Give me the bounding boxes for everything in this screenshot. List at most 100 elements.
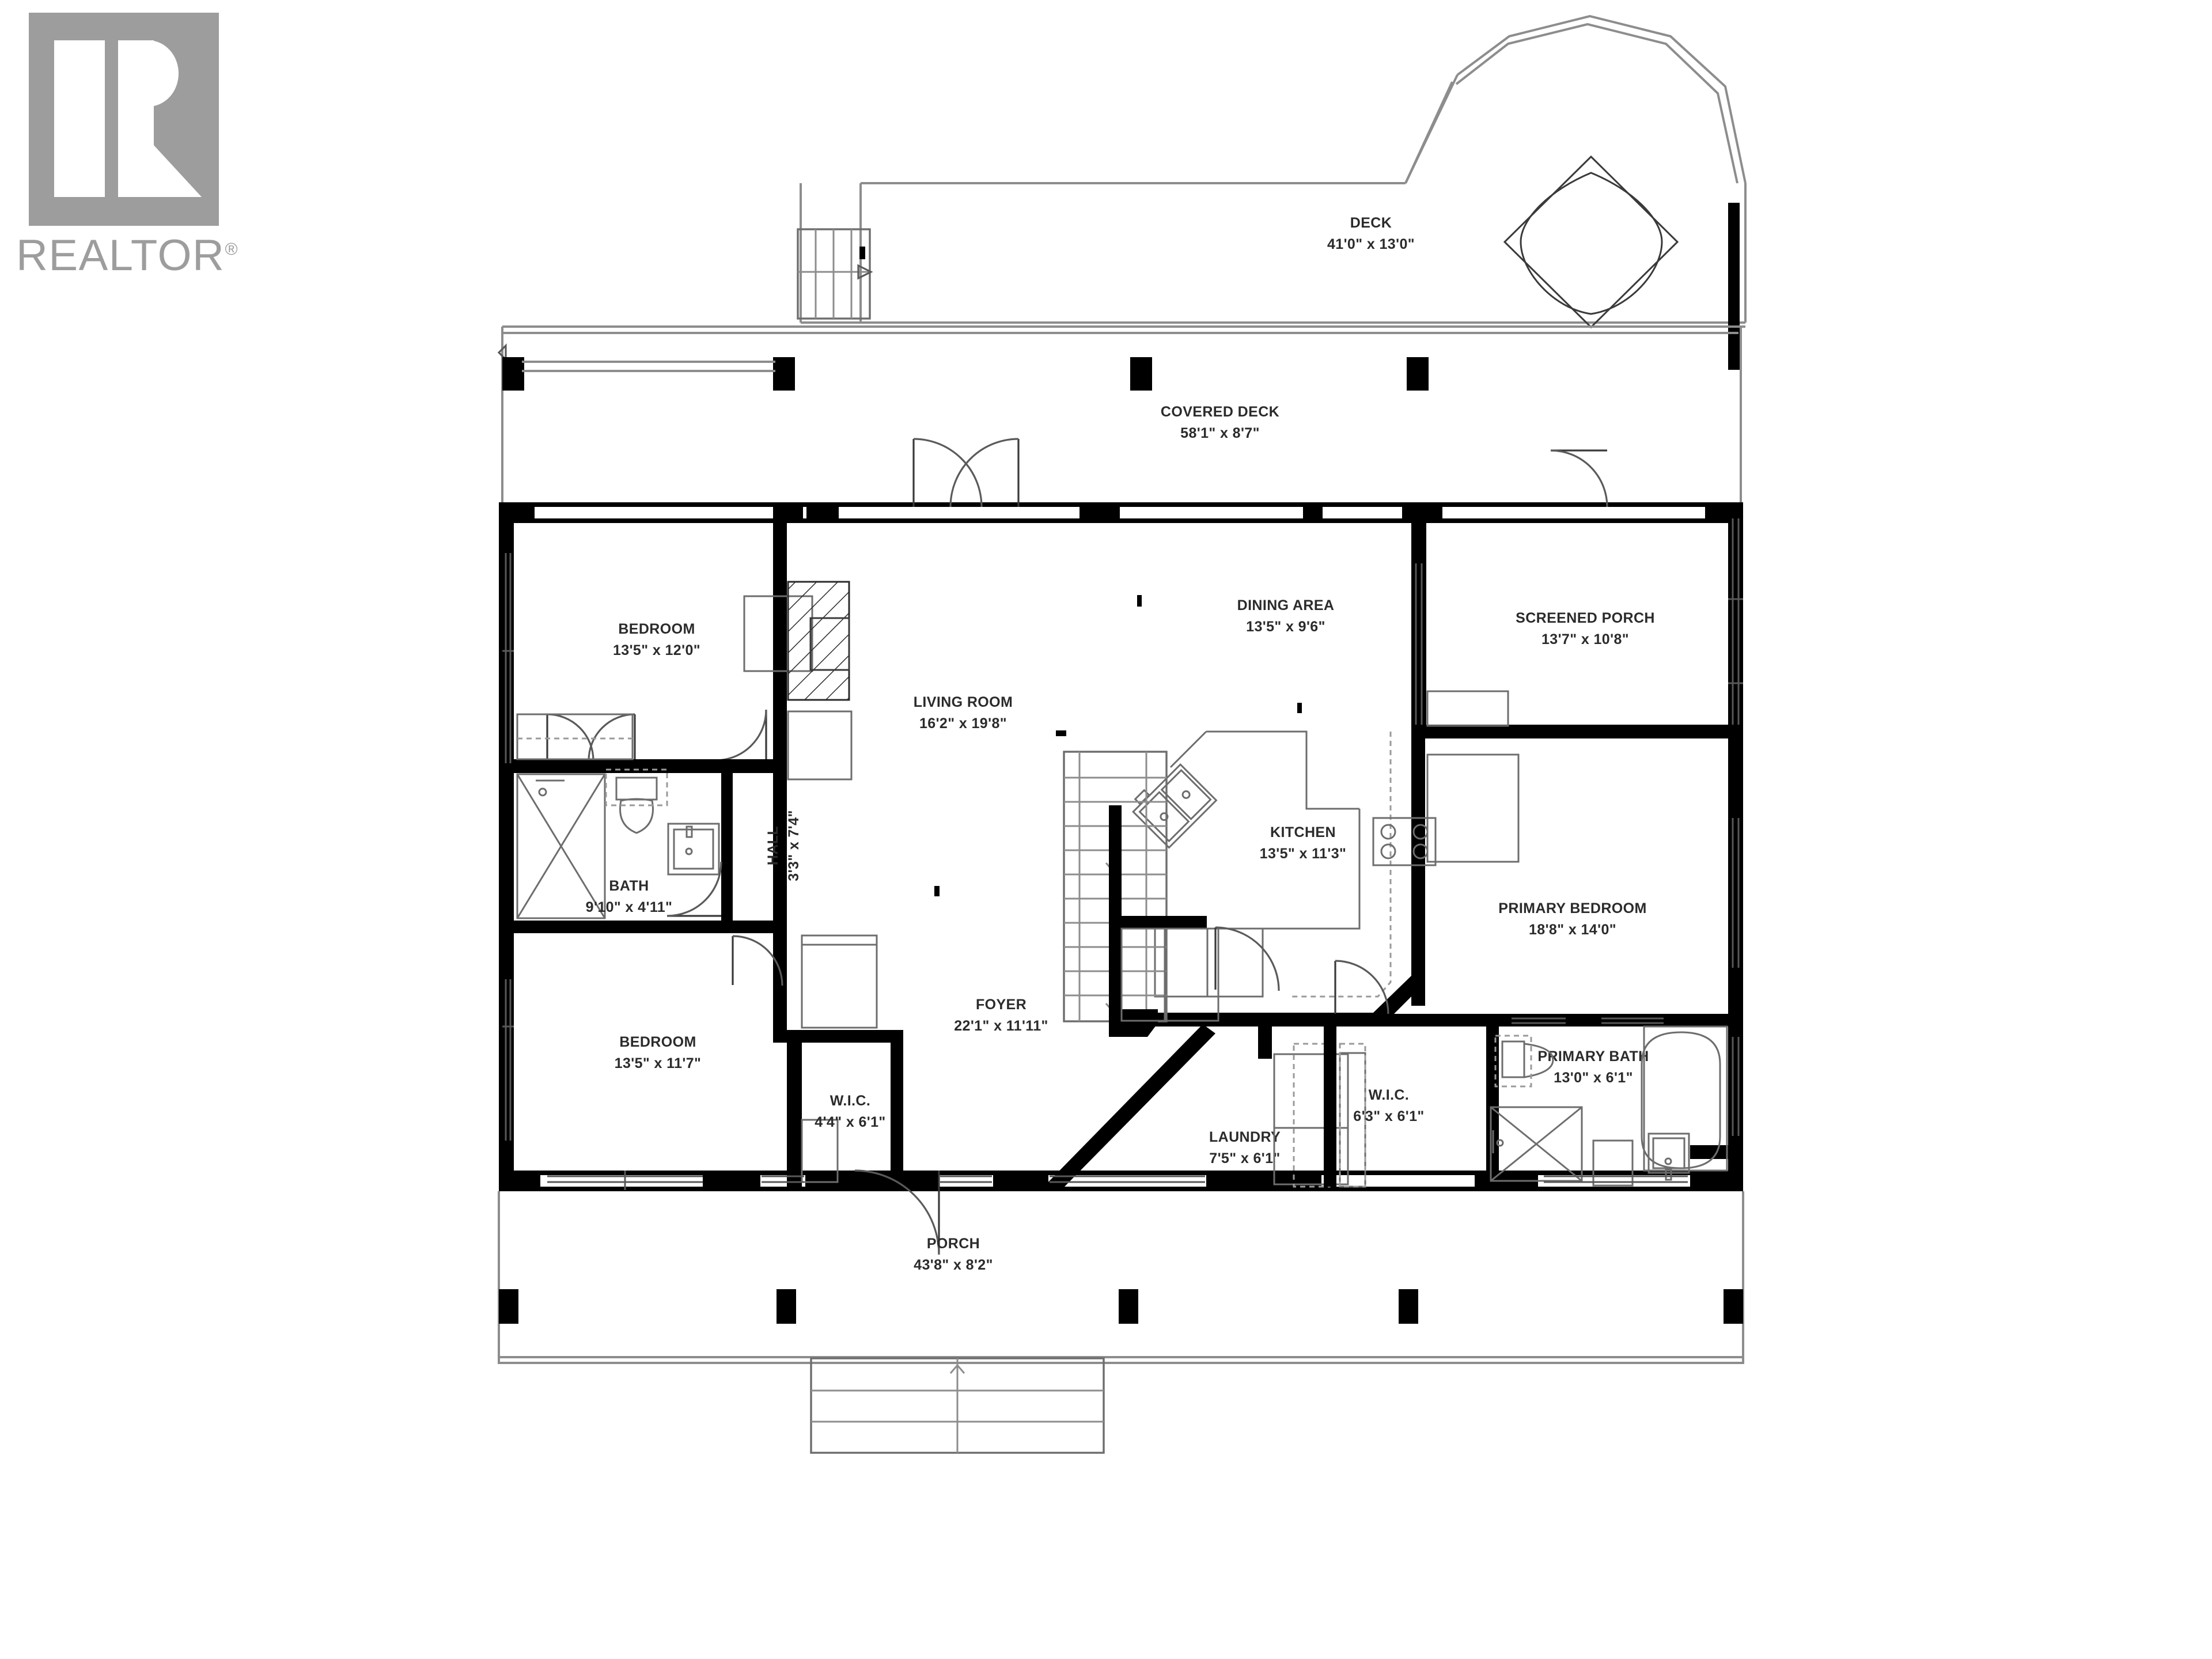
room-label-foyer: FOYER xyxy=(976,997,1027,1013)
realtor-brand-text: REALTOR xyxy=(16,231,225,280)
room-label-laundry: LAUNDRY xyxy=(1209,1129,1281,1145)
linen-closet xyxy=(516,713,634,760)
wic-primary-walls xyxy=(1324,1014,1499,1187)
house-exterior-walls xyxy=(499,502,1743,1191)
toilet-bath xyxy=(605,768,668,834)
realtor-logo: REALTOR® xyxy=(16,13,270,301)
porch-post xyxy=(777,1289,796,1324)
door-swing xyxy=(715,709,767,762)
room-label-kitchen: KITCHEN xyxy=(1270,824,1336,840)
hot-tub xyxy=(1503,155,1679,329)
cabinet xyxy=(787,710,853,781)
deck-post xyxy=(773,357,795,391)
door-double-closet xyxy=(546,713,636,761)
tub xyxy=(1641,1025,1728,1172)
room-dim-deck: 41'0" x 13'0" xyxy=(1327,236,1415,252)
porch-post xyxy=(1119,1289,1138,1324)
door-bedroom-lower xyxy=(732,935,783,986)
bedroom-lower-walls xyxy=(773,933,902,1187)
room-label-hall-group: HALL 3'3" x 7'4" xyxy=(765,810,802,881)
kitchen-counters xyxy=(1154,730,1392,998)
room-label-hall: HALL xyxy=(765,826,781,865)
window xyxy=(547,1171,703,1190)
room-dim-porch: 43'8" x 8'2" xyxy=(914,1257,993,1273)
room-dim-wic-bedroom: 4'4" x 6'1" xyxy=(815,1114,885,1130)
room-label-bath: BATH xyxy=(609,878,649,894)
window xyxy=(1732,818,1740,968)
porch-outline xyxy=(498,1191,1744,1364)
foyer-angled-wall xyxy=(1044,1024,1215,1187)
deck-post xyxy=(1407,357,1429,391)
window xyxy=(1512,1017,1740,1136)
wic-primary-shelf xyxy=(1339,1043,1366,1188)
refrigerator xyxy=(1426,753,1520,863)
room-dim-bath: 9'10" x 4'11" xyxy=(586,899,673,915)
screened-porch-walls xyxy=(1411,507,1743,738)
deck-post xyxy=(1130,357,1152,391)
porch-post xyxy=(1724,1289,1743,1324)
room-dim-bedroom-lower: 13'5" x 11'7" xyxy=(615,1055,702,1071)
bath-walls xyxy=(514,759,787,933)
deck-rail xyxy=(522,361,775,372)
room-label-wic-primary: W.I.C. xyxy=(1369,1087,1409,1103)
room-label-living-room: LIVING ROOM xyxy=(914,694,1013,710)
deck-stairs xyxy=(797,228,873,320)
bedroom-upper-walls xyxy=(514,507,787,773)
room-dim-living-room: 16'2" x 19'8" xyxy=(919,715,1007,732)
toilet-primary xyxy=(1494,1035,1554,1088)
room-label-porch: PORCH xyxy=(927,1236,980,1252)
bedroom-lower-closet xyxy=(801,934,878,1029)
wic-bedroom-walls xyxy=(891,1030,903,1187)
room-dim-wic-primary: 6'3" x 6'1" xyxy=(1353,1108,1424,1124)
wall-stub xyxy=(934,886,940,896)
door-bath xyxy=(666,861,722,917)
vanity-primary xyxy=(1592,1132,1690,1187)
room-label-screened-porch: SCREENED PORCH xyxy=(1516,610,1655,626)
room-dim-kitchen: 13'5" x 11'3" xyxy=(1260,846,1347,862)
registered-trademark-icon: ® xyxy=(225,240,239,259)
vanity-bath xyxy=(667,823,720,876)
realtor-wordmark: REALTOR® xyxy=(16,230,238,281)
primary-bath-walls xyxy=(1486,1014,1743,1187)
room-dim-foyer: 22'1" x 11'11" xyxy=(954,1018,1048,1034)
room-label-dining-area: DINING AREA xyxy=(1237,597,1335,613)
wall-stub xyxy=(1056,730,1066,736)
porch-post xyxy=(1399,1289,1418,1324)
room-label-bedroom-upper: BEDROOM xyxy=(618,621,695,637)
room-label-primary-bath: PRIMARY BATH xyxy=(1537,1048,1649,1065)
door-swing xyxy=(1550,449,1608,507)
stair-wall xyxy=(1109,805,1207,1037)
window xyxy=(502,553,514,1141)
realtor-r-mark-icon xyxy=(29,13,219,226)
room-dim-primary-bedroom: 18'8" x 14'0" xyxy=(1529,922,1616,938)
shower-bath xyxy=(516,773,606,919)
room-label-covered-deck: COVERED DECK xyxy=(1161,404,1279,420)
front-door xyxy=(854,1169,940,1255)
range xyxy=(1372,817,1437,866)
fireplace xyxy=(787,581,850,701)
room-dim-primary-bath: 13'0" x 6'1" xyxy=(1554,1070,1633,1086)
pantry-closet xyxy=(1120,926,1280,1022)
room-label-primary-bedroom: PRIMARY BEDROOM xyxy=(1498,900,1646,916)
room-label-wic-bedroom: W.I.C. xyxy=(830,1093,870,1109)
room-dim-covered-deck: 58'1" x 8'7" xyxy=(1180,425,1260,441)
room-dim-hall: 3'3" x 7'4" xyxy=(786,810,802,881)
hall-walls xyxy=(773,772,787,922)
kitchen-sink xyxy=(1132,763,1218,849)
primary-bedroom-walls xyxy=(1411,737,1425,1006)
wic-bedroom-shelf xyxy=(801,1119,839,1183)
room-dim-bedroom-upper: 13'5" x 12'0" xyxy=(613,642,700,658)
washer-dryer xyxy=(1273,1043,1349,1188)
porch-steps xyxy=(810,1357,1105,1454)
door-double-french xyxy=(912,438,1020,507)
window xyxy=(762,1175,1205,1183)
shower-primary xyxy=(1490,1106,1583,1182)
deck-post xyxy=(502,357,524,391)
deck-outline xyxy=(800,14,1747,324)
room-dim-screened-porch: 13'7" x 10'8" xyxy=(1541,631,1629,647)
deck-post xyxy=(859,247,865,259)
deck-wall-right xyxy=(1728,203,1740,370)
room-dim-laundry: 7'5" x 6'1" xyxy=(1209,1150,1280,1166)
